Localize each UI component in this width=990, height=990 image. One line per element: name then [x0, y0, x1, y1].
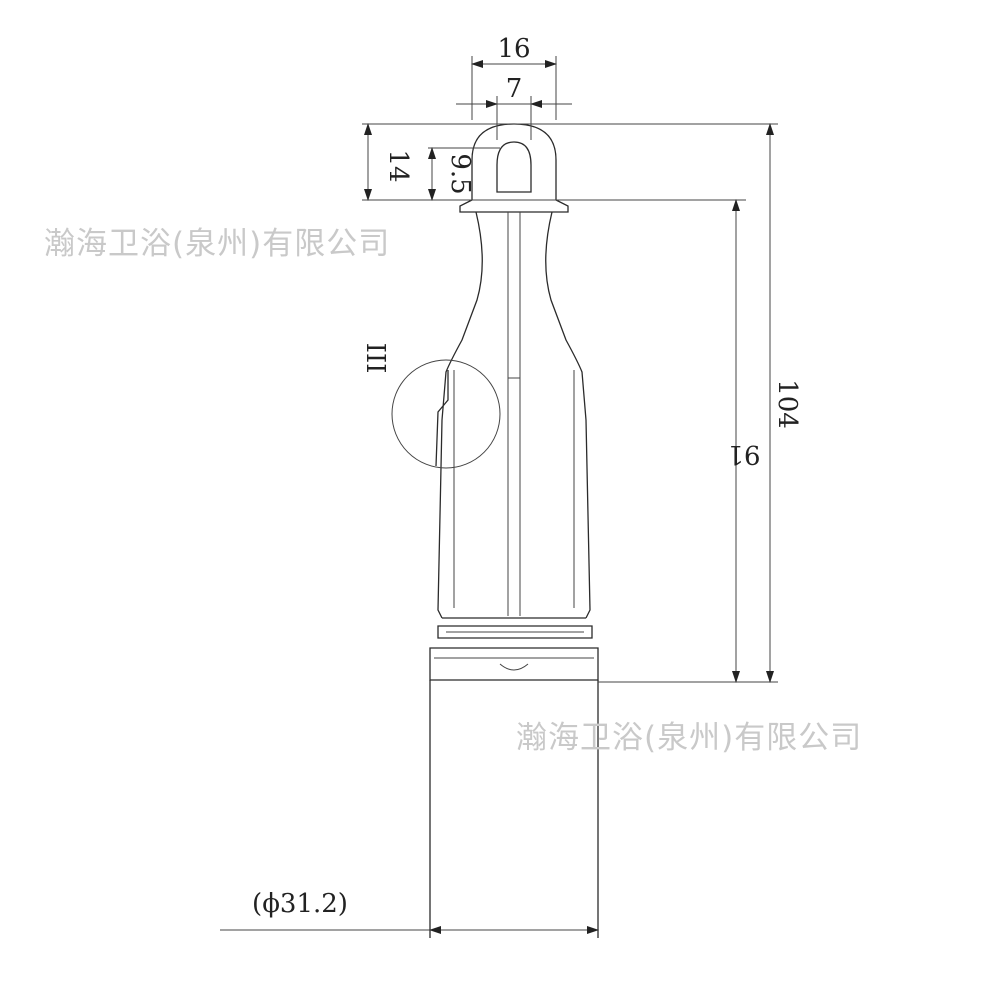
- watermark-lower: 瀚海卫浴(泉州)有限公司: [516, 720, 863, 756]
- dim-body-height: 91: [727, 439, 760, 469]
- detail-label: III: [360, 343, 390, 374]
- dim-top-width: 16: [497, 34, 530, 64]
- extension-lines: [220, 56, 778, 931]
- detail-circle: [391, 359, 501, 469]
- watermark-upper: 瀚海卫浴(泉州)有限公司: [44, 226, 391, 262]
- dim-loop-height: 14: [383, 149, 413, 182]
- dim-slot-height: 9.5: [445, 153, 475, 194]
- dim-diameter: (ϕ31.2): [252, 889, 348, 919]
- dim-total-height: 104: [772, 379, 802, 429]
- dim-inner-width: 7: [506, 74, 523, 104]
- dimension-lines: [364, 60, 774, 934]
- part-outline: [391, 123, 599, 938]
